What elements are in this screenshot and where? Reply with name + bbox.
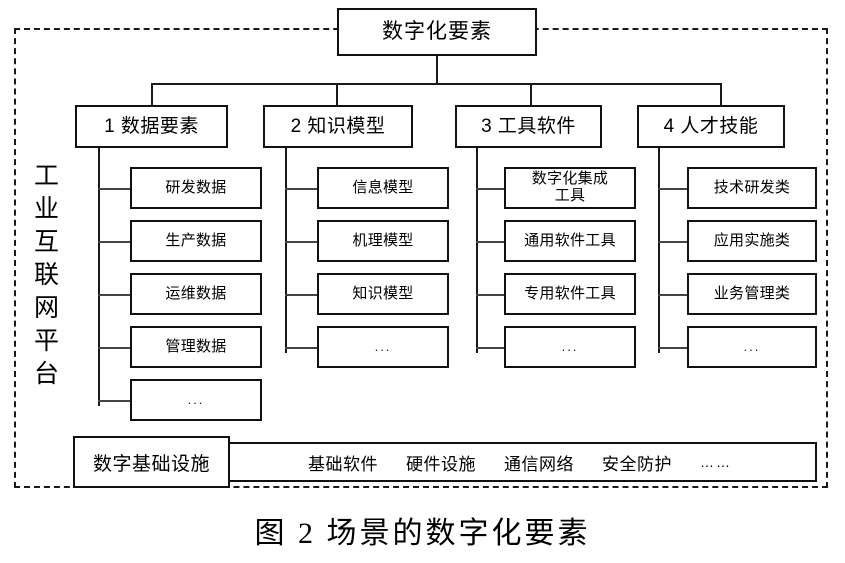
infrastructure-item-1: 硬件设施 (406, 454, 476, 474)
spine-category-4 (658, 148, 660, 353)
leaf-node-3-3: 专用软件工具 (504, 273, 636, 315)
leaf-node-3-2: 通用软件工具 (504, 220, 636, 262)
stub-3-2 (476, 241, 504, 243)
infrastructure-label-box: 数字基础设施 (73, 436, 230, 488)
stub-2-3 (285, 294, 317, 296)
connector-bus-to-category-3 (530, 83, 532, 105)
leaf-node-4-4: ... (687, 326, 817, 368)
category-node-data-elements: 1 数据要素 (75, 105, 228, 148)
category-node-knowledge-models: 2 知识模型 (263, 105, 413, 148)
stub-2-4 (285, 347, 317, 349)
stub-1-4 (98, 347, 130, 349)
leaf-label-3-1: 数字化集成 工具 (531, 170, 609, 204)
leaf-label-4-1: 技术研发类 (713, 179, 791, 197)
leaf-node-4-2: 应用实施类 (687, 220, 817, 262)
connector-root-down (436, 56, 438, 84)
connector-bus-to-category-4 (720, 83, 722, 105)
leaf-label-2-1: 信息模型 (352, 179, 414, 197)
stub-2-2 (285, 241, 317, 243)
leaf-node-1-3: 运维数据 (130, 273, 262, 315)
stub-3-3 (476, 294, 504, 296)
infrastructure-item-3: 安全防护 (602, 454, 672, 474)
stub-1-3 (98, 294, 130, 296)
category-node-tool-software: 3 工具软件 (455, 105, 602, 148)
platform-label-char-5: 平 (33, 327, 60, 355)
leaf-label-1-4: 管理数据 (165, 338, 227, 356)
spine-category-1 (98, 148, 100, 406)
leaf-label-1-1: 研发数据 (165, 179, 227, 197)
leaf-label-1-3: 运维数据 (165, 285, 227, 303)
leaf-label-1-2: 生产数据 (165, 232, 227, 250)
leaf-node-4-1: 技术研发类 (687, 167, 817, 209)
platform-vertical-label: 工 业 互 联 网 平 台 (26, 160, 68, 391)
stub-1-1 (98, 188, 130, 190)
leaf-node-2-2: 机理模型 (317, 220, 449, 262)
connector-bus-horizontal (151, 83, 722, 85)
leaf-label-3-4: ... (561, 338, 579, 354)
infrastructure-label: 数字基础设施 (92, 453, 210, 475)
leaf-node-1-5: ... (130, 379, 262, 421)
leaf-node-3-1: 数字化集成 工具 (504, 167, 636, 209)
stub-3-4 (476, 347, 504, 349)
stub-4-4 (658, 347, 687, 349)
category-label-4: 4 人才技能 (663, 115, 759, 137)
connector-bus-to-category-1 (151, 83, 153, 105)
spine-category-3 (476, 148, 478, 353)
infrastructure-item-2: 通信网络 (504, 454, 574, 474)
leaf-node-2-3: 知识模型 (317, 273, 449, 315)
platform-label-char-3: 联 (33, 261, 60, 289)
category-node-talent-skills: 4 人才技能 (637, 105, 785, 148)
leaf-label-1-5: ... (187, 391, 205, 407)
leaf-label-4-4: ... (743, 338, 761, 354)
category-label-2: 2 知识模型 (290, 115, 386, 137)
leaf-node-4-3: 业务管理类 (687, 273, 817, 315)
leaf-label-4-2: 应用实施类 (713, 232, 791, 250)
leaf-node-2-1: 信息模型 (317, 167, 449, 209)
category-label-3: 3 工具软件 (481, 115, 576, 137)
platform-label-char-4: 网 (33, 294, 60, 322)
stub-4-2 (658, 241, 687, 243)
stub-1-2 (98, 241, 130, 243)
leaf-node-3-4: ... (504, 326, 636, 368)
platform-label-char-2: 互 (33, 228, 60, 256)
infrastructure-item-4: …… (700, 454, 732, 470)
stub-2-1 (285, 188, 317, 190)
platform-label-char-0: 工 (33, 162, 60, 190)
stub-1-5 (98, 400, 130, 402)
stub-3-1 (476, 188, 504, 190)
stub-4-1 (658, 188, 687, 190)
platform-label-char-1: 业 (33, 195, 60, 223)
connector-bus-to-category-2 (336, 83, 338, 105)
leaf-node-1-4: 管理数据 (130, 326, 262, 368)
infrastructure-items: 基础软件 硬件设施 通信网络 安全防护 …… (158, 450, 732, 475)
leaf-label-2-4: ... (374, 338, 392, 354)
leaf-label-3-2: 通用软件工具 (524, 232, 616, 250)
leaf-label-2-3: 知识模型 (352, 285, 414, 303)
leaf-node-1-1: 研发数据 (130, 167, 262, 209)
leaf-node-2-4: ... (317, 326, 449, 368)
spine-category-2 (285, 148, 287, 353)
root-node-digital-elements: 数字化要素 (337, 8, 537, 56)
leaf-node-1-2: 生产数据 (130, 220, 262, 262)
leaf-label-3-3: 专用软件工具 (524, 285, 616, 303)
figure-caption: 图 2 场景的数字化要素 (254, 517, 591, 550)
infrastructure-item-0: 基础软件 (308, 454, 378, 474)
root-node-label: 数字化要素 (382, 19, 492, 43)
leaf-label-4-3: 业务管理类 (713, 285, 791, 303)
category-label-1: 1 数据要素 (104, 115, 199, 137)
leaf-label-2-2: 机理模型 (352, 232, 414, 250)
stub-4-3 (658, 294, 687, 296)
platform-label-char-6: 台 (33, 360, 60, 388)
